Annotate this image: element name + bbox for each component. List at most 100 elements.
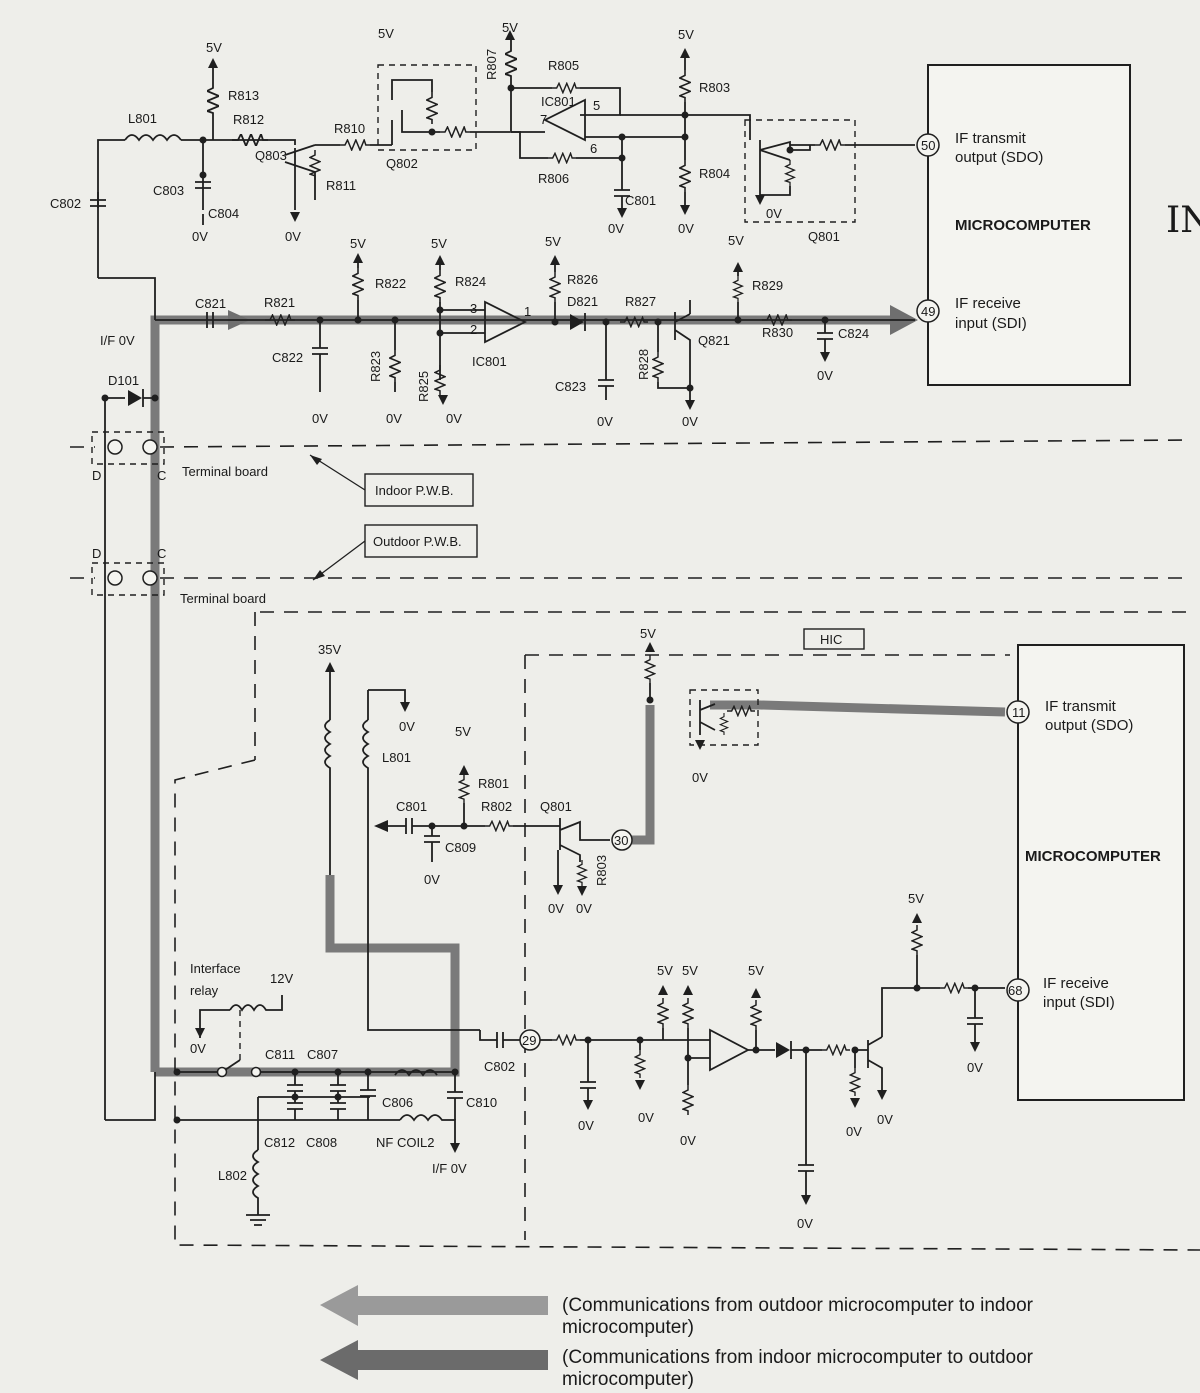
margin-note: IN [1166, 200, 1200, 241]
svg-text:0V: 0V [576, 901, 592, 916]
svg-text:6: 6 [590, 141, 597, 156]
svg-text:3: 3 [470, 301, 477, 316]
svg-text:0V: 0V [608, 221, 624, 236]
svg-text:R810: R810 [334, 121, 365, 136]
svg-text:C823: C823 [555, 379, 586, 394]
svg-text:C807: C807 [307, 1047, 338, 1062]
svg-text:input (SDI): input (SDI) [1043, 994, 1115, 1011]
svg-text:R822: R822 [375, 276, 406, 291]
svg-text:L801: L801 [128, 111, 157, 126]
svg-text:68: 68 [1008, 983, 1022, 998]
svg-text:C811: C811 [265, 1047, 295, 1062]
svg-text:29: 29 [522, 1033, 536, 1048]
svg-text:C801: C801 [625, 193, 656, 208]
svg-text:0V: 0V [877, 1112, 893, 1127]
svg-text:0V: 0V [766, 206, 782, 221]
svg-text:C: C [157, 468, 166, 483]
legend-text-outdoor-to-indoor-2: microcomputer) [562, 1317, 694, 1338]
svg-text:L802: L802 [218, 1168, 247, 1183]
svg-text:5V: 5V [206, 40, 222, 55]
svg-text:0V: 0V [638, 1110, 654, 1125]
svg-text:R804: R804 [699, 166, 730, 181]
svg-text:30: 30 [614, 833, 628, 848]
svg-text:R805: R805 [548, 58, 579, 73]
svg-text:NF COIL2: NF COIL2 [376, 1135, 435, 1150]
indoor-circuit [90, 30, 1131, 1120]
svg-text:5V: 5V [678, 27, 694, 42]
svg-text:5V: 5V [728, 233, 744, 248]
svg-text:R825: R825 [416, 371, 431, 402]
svg-text:R824: R824 [455, 274, 486, 289]
svg-text:C802: C802 [50, 196, 81, 211]
svg-text:0V: 0V [846, 1124, 862, 1139]
svg-text:C824: C824 [838, 326, 869, 341]
svg-text:I/F 0V: I/F 0V [432, 1161, 467, 1176]
svg-text:49: 49 [921, 304, 935, 319]
svg-text:L801: L801 [382, 750, 411, 765]
svg-text:MICROCOMPUTER: MICROCOMPUTER [1025, 848, 1161, 865]
svg-text:Outdoor P.W.B.: Outdoor P.W.B. [373, 534, 462, 549]
svg-text:R827: R827 [625, 294, 656, 309]
svg-text:35V: 35V [318, 642, 341, 657]
svg-text:Q801: Q801 [540, 799, 572, 814]
svg-text:R829: R829 [752, 278, 783, 293]
legend-arrow-outdoor-to-indoor [320, 1285, 548, 1326]
svg-text:Q801: Q801 [808, 229, 840, 244]
svg-text:C822: C822 [272, 350, 303, 365]
svg-text:0V: 0V [678, 221, 694, 236]
legend-arrow-indoor-to-outdoor [320, 1340, 548, 1380]
svg-text:C806: C806 [382, 1095, 413, 1110]
svg-text:input (SDI): input (SDI) [955, 315, 1027, 332]
svg-text:0V: 0V [797, 1216, 813, 1231]
svg-text:IC801: IC801 [541, 94, 576, 109]
indoor-microcomputer-box [927, 64, 1131, 386]
svg-text:R821: R821 [264, 295, 295, 310]
svg-text:C809: C809 [445, 840, 476, 855]
svg-text:R812: R812 [233, 112, 264, 127]
svg-text:R830: R830 [762, 325, 793, 340]
svg-text:5V: 5V [545, 234, 561, 249]
svg-text:0V: 0V [386, 411, 402, 426]
legend-text-outdoor-to-indoor-1: (Communications from outdoor microcomput… [562, 1295, 1034, 1316]
svg-text:R811: R811 [326, 178, 356, 193]
outdoor-circuit [105, 611, 1200, 1251]
svg-text:IF receive: IF receive [1043, 975, 1109, 992]
legend-text-indoor-to-outdoor-2: microcomputer) [562, 1369, 694, 1390]
svg-text:IC801: IC801 [472, 354, 507, 369]
indoor-mcu-label: MICROCOMPUTER [955, 217, 1091, 234]
svg-text:D: D [92, 546, 101, 561]
svg-text:2: 2 [470, 322, 477, 337]
svg-text:0V: 0V [680, 1133, 696, 1148]
svg-text:0V: 0V [578, 1118, 594, 1133]
svg-text:output (SDO): output (SDO) [1045, 717, 1133, 734]
svg-text:Terminal board: Terminal board [182, 464, 268, 479]
svg-text:Q803: Q803 [255, 148, 287, 163]
svg-text:Interface: Interface [190, 961, 241, 976]
svg-text:C802: C802 [484, 1059, 515, 1074]
svg-text:C810: C810 [466, 1095, 497, 1110]
svg-text:0V: 0V [682, 414, 698, 429]
svg-text:0V: 0V [192, 229, 208, 244]
svg-text:0V: 0V [312, 411, 328, 426]
svg-text:R828: R828 [636, 349, 651, 380]
svg-text:R803: R803 [699, 80, 730, 95]
svg-text:5V: 5V [640, 626, 656, 641]
svg-text:5V: 5V [748, 963, 764, 978]
terminal-boards [70, 431, 1191, 596]
svg-text:11: 11 [1012, 705, 1026, 720]
svg-text:0V: 0V [190, 1041, 206, 1056]
svg-text:0V: 0V [424, 872, 440, 887]
svg-text:Q821: Q821 [698, 333, 730, 348]
svg-text:Terminal board: Terminal board [180, 591, 266, 606]
svg-text:5V: 5V [908, 891, 924, 906]
svg-text:R826: R826 [567, 272, 598, 287]
svg-text:R807: R807 [484, 49, 499, 80]
svg-text:IF transmit: IF transmit [1045, 698, 1117, 715]
signal-path-indoor-receive [150, 305, 1006, 1077]
svg-text:C812: C812 [264, 1135, 295, 1150]
svg-text:5V: 5V [350, 236, 366, 251]
svg-text:0V: 0V [692, 770, 708, 785]
svg-text:50: 50 [921, 138, 935, 153]
svg-text:5V: 5V [378, 26, 394, 41]
svg-text:0V: 0V [446, 411, 462, 426]
